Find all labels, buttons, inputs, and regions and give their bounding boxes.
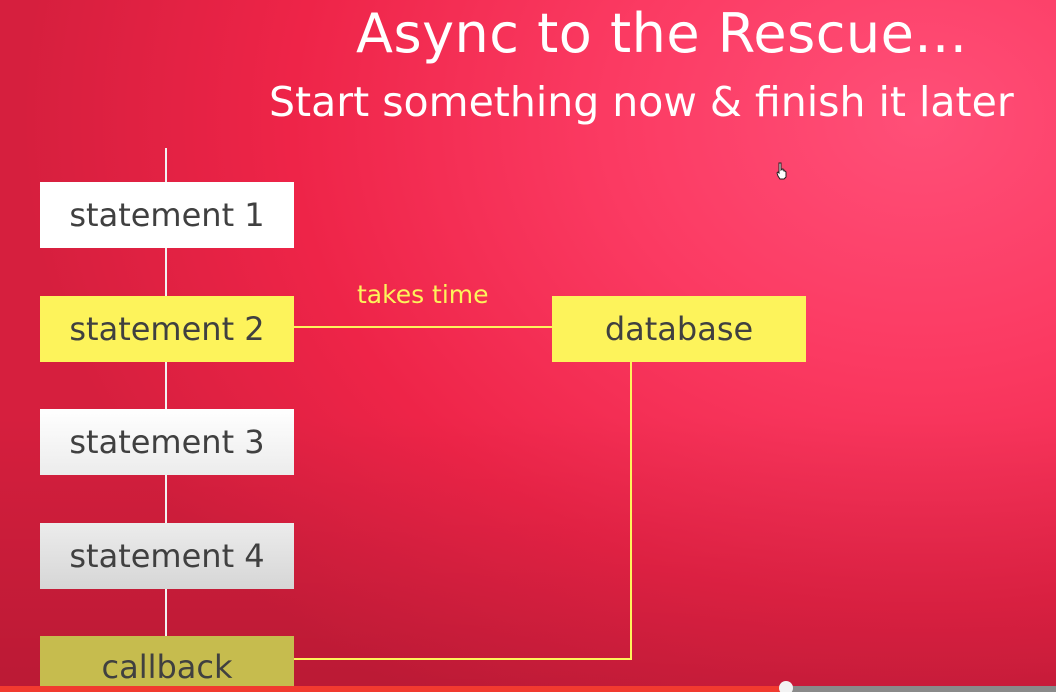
execution-timeline-line	[165, 148, 167, 648]
database-box: database	[552, 296, 806, 362]
hand-pointer-icon	[776, 162, 788, 180]
statement2-to-database-connector	[294, 326, 552, 328]
video-progress-fill	[0, 686, 786, 692]
callback-connector	[294, 658, 632, 660]
statement-3-box: statement 3	[40, 409, 294, 475]
takes-time-label: takes time	[357, 280, 489, 309]
slide-title: Async to the Rescue...	[356, 2, 968, 65]
video-progress-bar[interactable]	[0, 681, 1056, 692]
statement-2-box: statement 2	[40, 296, 294, 362]
database-return-connector	[630, 362, 632, 660]
statement-4-box: statement 4	[40, 523, 294, 589]
slide-subtitle: Start something now & finish it later	[269, 78, 1014, 126]
video-progress-knob[interactable]	[778, 681, 793, 692]
statement-1-box: statement 1	[40, 182, 294, 248]
callback-box: callback	[40, 636, 294, 692]
